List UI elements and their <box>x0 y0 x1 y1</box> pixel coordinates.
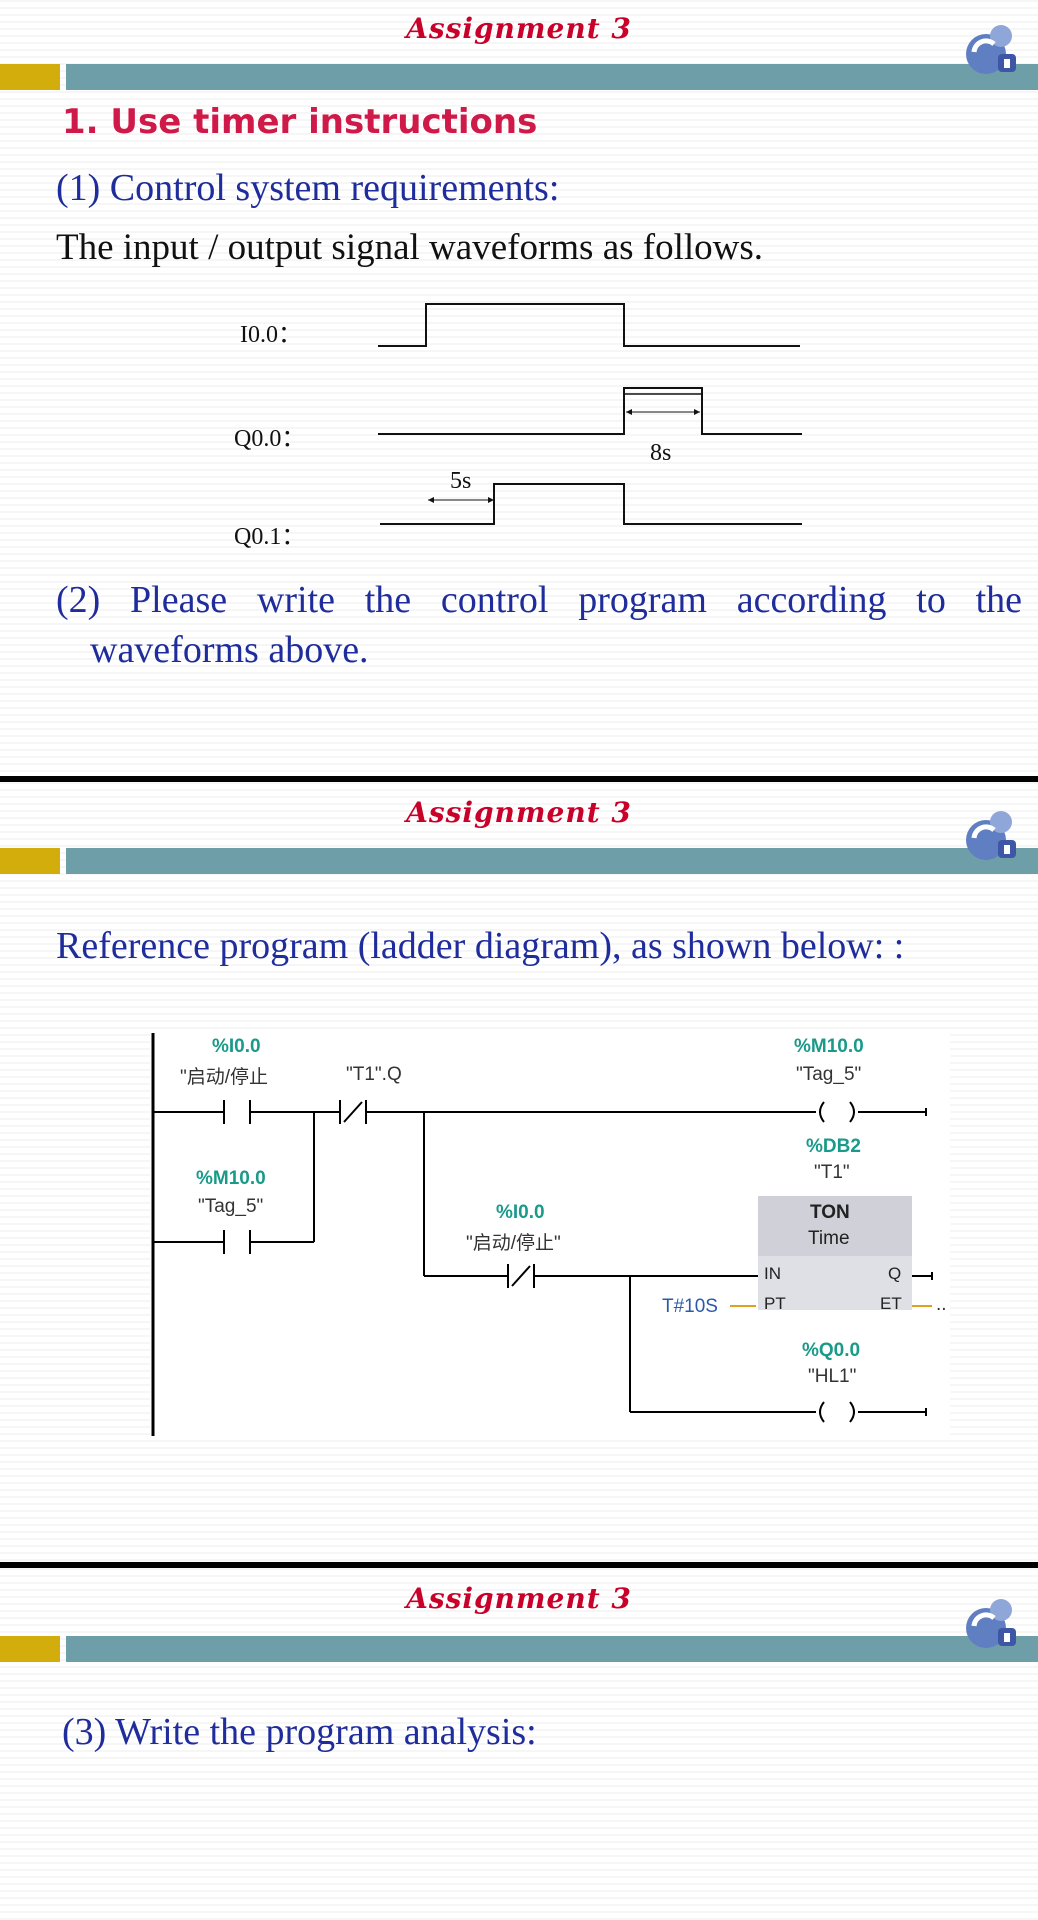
header-bar-gold <box>0 1636 60 1662</box>
timer-elapsed-value: .. <box>936 1294 947 1315</box>
slide-header-title: Assignment 3 <box>406 796 632 829</box>
header-bar-teal <box>66 64 1038 90</box>
section-heading: 1. Use timer instructions <box>62 102 538 142</box>
timer-instance-name: "T1" <box>814 1162 850 1183</box>
slide-divider <box>0 1562 1038 1568</box>
header-bar-teal <box>66 1636 1038 1662</box>
coil2-tag: "HL1" <box>808 1366 857 1387</box>
ton-subtype-label: Time <box>808 1228 850 1249</box>
waveform-q00 <box>378 387 802 435</box>
slide-header-title: Assignment 3 <box>406 1582 632 1615</box>
ladder-diagram: %I0.0 "启动/停止 "T1".Q %M10.0 "Tag_5" %M10.… <box>150 1030 950 1440</box>
contact3-address: %M10.0 <box>196 1168 266 1189</box>
ton-pin-in: IN <box>764 1264 781 1283</box>
timer-db-address: %DB2 <box>806 1136 861 1157</box>
program-analysis-heading: (3) Write the program analysis: <box>62 1711 537 1753</box>
waveform-intro-text: The input / output signal waveforms as f… <box>56 227 764 268</box>
waveform-label-i00: I0.0： <box>240 322 302 348</box>
contact4-address: %I0.0 <box>496 1202 545 1223</box>
requirements-subheading: (1) Control system requirements: <box>56 167 560 209</box>
blue-circles-logo-icon <box>966 25 1016 74</box>
slide-3: Assignment 3 (3) Write the program analy… <box>0 1568 1038 1920</box>
header-bar-gold <box>0 848 60 874</box>
header-bar-gold <box>0 64 60 90</box>
ton-timer-block: TON Time IN PT Q ET <box>758 1196 912 1313</box>
ton-timer-header <box>758 1196 912 1256</box>
ton-pin-q: Q <box>888 1264 902 1283</box>
coil1-address: %M10.0 <box>794 1036 864 1057</box>
blue-circles-logo-icon <box>966 811 1016 860</box>
waveform-label-q00: Q0.0： <box>234 426 306 452</box>
ladder-wiring <box>151 1033 933 1436</box>
ton-pin-et: ET <box>880 1294 902 1313</box>
coil1-tag: "Tag_5" <box>796 1064 862 1085</box>
instruction-text-line1: (2) Please write the control program acc… <box>56 579 1022 621</box>
duration-label-8s: 8s <box>650 440 672 466</box>
contact1-address: %I0.0 <box>212 1036 261 1057</box>
slide-1: Assignment 3 1. Use timer instructions (… <box>0 0 1038 776</box>
ton-pin-pt: PT <box>764 1294 786 1313</box>
slide-divider <box>0 776 1038 782</box>
duration-label-5s: 5s <box>450 468 472 494</box>
blue-circles-logo-icon <box>966 1599 1016 1648</box>
signal-waveforms <box>378 303 802 525</box>
header-bar-teal <box>66 848 1038 874</box>
contact2-tag: "T1".Q <box>346 1064 402 1085</box>
contact1-tag: "启动/停止 <box>180 1067 269 1088</box>
waveform-i00 <box>378 303 800 347</box>
waveform-label-q01: Q0.1： <box>234 524 306 550</box>
timer-preset-value: T#10S <box>662 1296 718 1317</box>
instruction-text-line2: waveforms above. <box>90 629 369 671</box>
slide-header-title: Assignment 3 <box>406 12 632 45</box>
contact3-tag: "Tag_5" <box>198 1196 264 1217</box>
waveform-q01 <box>380 483 802 525</box>
ton-type-label: TON <box>810 1202 850 1223</box>
contact4-tag: "启动/停止" <box>466 1233 561 1254</box>
coil2-address: %Q0.0 <box>802 1340 861 1361</box>
reference-program-heading: Reference program (ladder diagram), as s… <box>56 925 905 967</box>
